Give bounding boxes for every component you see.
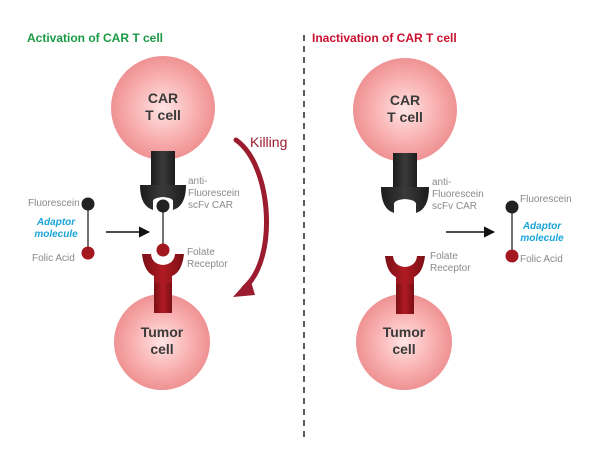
tumor-cell-left	[114, 294, 210, 390]
adaptor-molecule-right	[505, 200, 519, 263]
car-label-line1: anti-	[188, 176, 208, 187]
tumor-cell-right	[356, 294, 452, 390]
tumor-cell-label-right: Tumor cell	[364, 324, 444, 358]
folate-label-line2: Receptor	[430, 263, 471, 274]
inactivation-title: Inactivation of CAR T cell	[312, 31, 457, 45]
folate-receptor-label-left: Folate Receptor	[187, 247, 228, 271]
folate-label-line2: Receptor	[187, 259, 228, 270]
adaptor-label-line1: Adaptor	[36, 217, 76, 228]
car-t-cell-label-line1: CAR	[389, 92, 421, 108]
tumor-cell-label-line1: Tumor	[382, 324, 426, 340]
folate-label-line1: Folate	[187, 247, 215, 258]
car-label-line1: anti-	[432, 177, 452, 188]
fluorescein-label-right: Fluorescein	[520, 194, 572, 205]
car-label-line2: Fluorescein	[432, 189, 484, 200]
adaptor-molecule-label-left: Adaptor molecule	[30, 217, 82, 241]
adaptor-label-line1: Adaptor	[522, 221, 562, 232]
car-label-line3: scFv CAR	[188, 200, 233, 211]
adaptor-label-line2: molecule	[520, 233, 564, 244]
car-t-cell-label-right: CAR T cell	[365, 92, 445, 126]
car-receptor-right	[381, 153, 429, 213]
car-t-cell-label-left: CAR T cell	[123, 90, 203, 124]
folic-acid-label-left: Folic Acid	[32, 253, 75, 264]
tumor-cell-label-line2: cell	[150, 341, 174, 357]
folate-receptor-left	[142, 254, 184, 313]
car-label-line2: Fluorescein	[188, 188, 240, 199]
car-t-cell-label-line2: T cell	[145, 107, 181, 123]
folate-receptor-label-right: Folate Receptor	[430, 251, 471, 275]
car-label-right: anti- Fluorescein scFv CAR	[432, 177, 484, 213]
car-receptor-left	[140, 151, 186, 210]
adaptor-molecule-label-right: Adaptor molecule	[516, 221, 568, 245]
car-label-left: anti- Fluorescein scFv CAR	[188, 176, 240, 212]
adaptor-molecule-left	[81, 197, 95, 260]
adaptor-label-line2: molecule	[34, 229, 78, 240]
car-t-cell-left	[111, 56, 215, 160]
bound-adaptor-left	[156, 199, 170, 257]
activation-title: Activation of CAR T cell	[27, 31, 164, 45]
car-label-line3: scFv CAR	[432, 201, 477, 212]
tumor-cell-label-line1: Tumor	[140, 324, 184, 340]
tumor-cell-label-line2: cell	[392, 341, 416, 357]
folic-acid-label-right: Folic Acid	[520, 254, 563, 265]
folate-label-line1: Folate	[430, 251, 458, 262]
car-t-cell-right	[353, 58, 457, 162]
folate-receptor-right	[385, 256, 425, 314]
car-t-cell-label-line2: T cell	[387, 109, 423, 125]
killing-label: Killing	[250, 134, 288, 150]
car-t-cell-label-line1: CAR	[147, 90, 179, 106]
fluorescein-label-left: Fluorescein	[28, 198, 80, 209]
tumor-cell-label-left: Tumor cell	[122, 324, 202, 358]
killing-arrow	[233, 137, 269, 297]
